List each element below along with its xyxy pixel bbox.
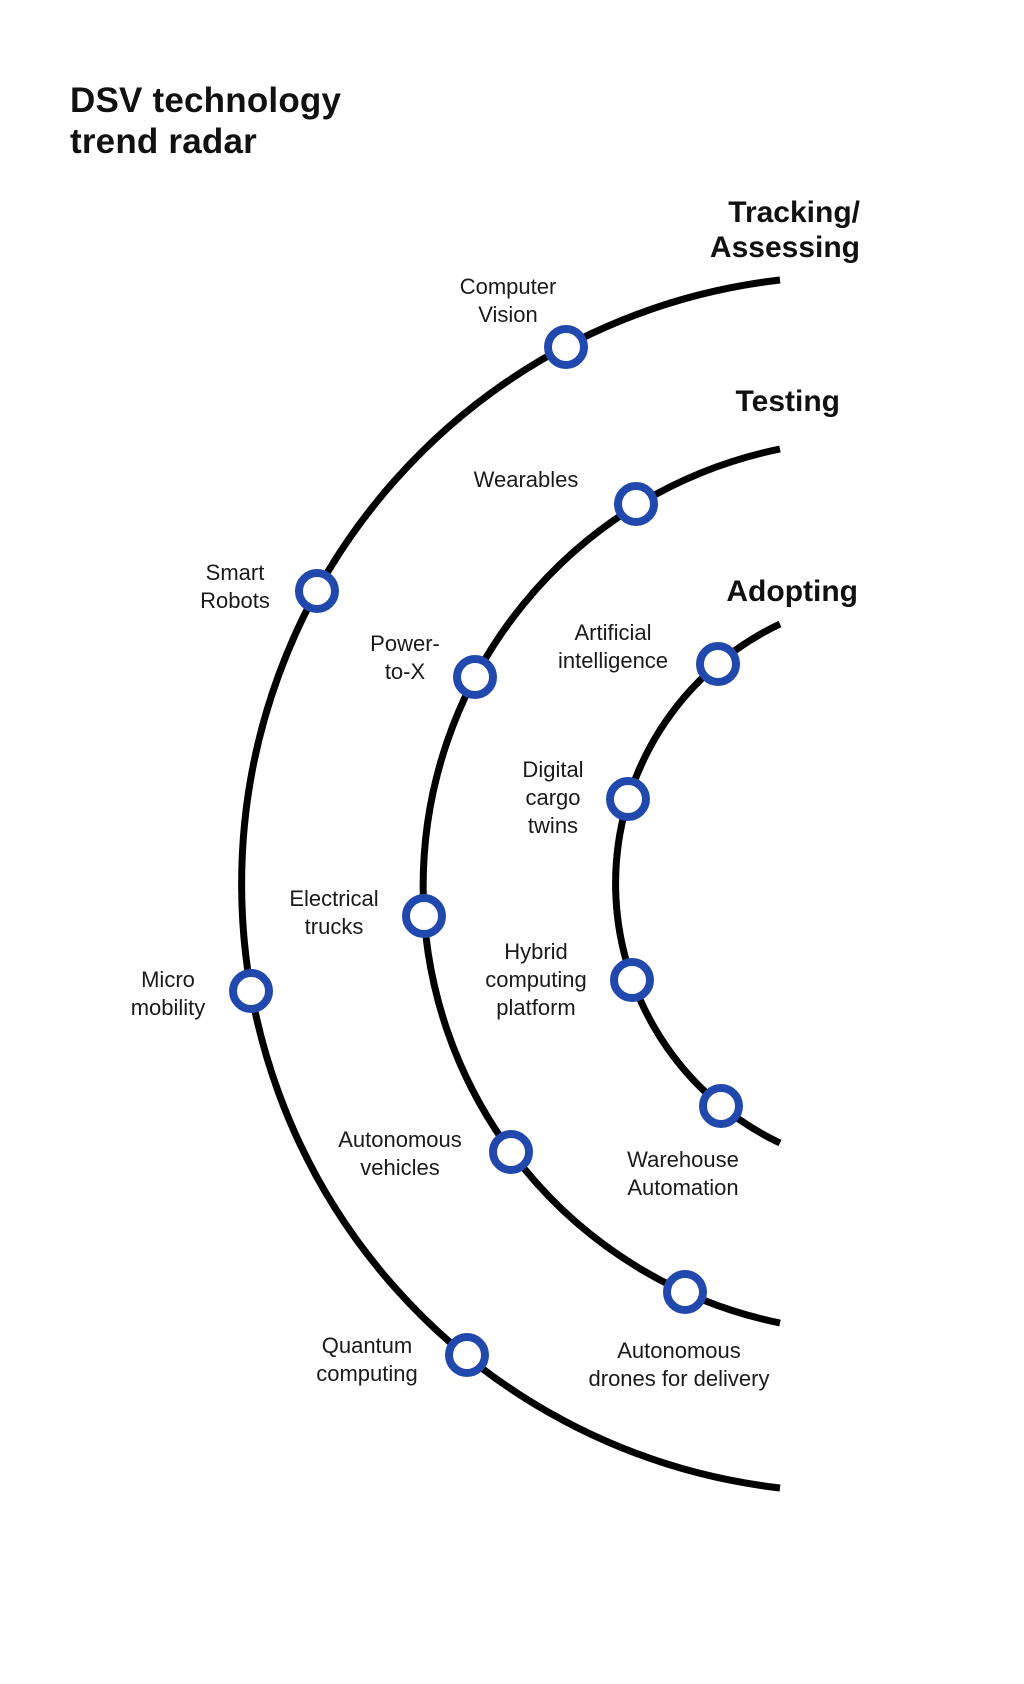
node-label-smart-robots: Smart Robots: [200, 560, 270, 613]
node-computer-vision: [544, 325, 588, 369]
node-hybrid-computing-platform: [610, 958, 654, 1002]
node-label-autonomous-drones-for-delivery: Autonomous drones for delivery: [588, 1338, 770, 1391]
node-label-wearables: Wearables: [473, 467, 579, 493]
node-power-to-x: [453, 655, 497, 699]
ring-label-testing: Testing: [735, 385, 840, 418]
node-micro-mobility: [229, 969, 273, 1013]
arc-adopting: [612, 620, 782, 1147]
node-quantum-computing: [445, 1333, 489, 1377]
ring-label-tracking-assessing: Tracking/ Assessing: [709, 196, 860, 264]
ring-label-adopting: Adopting: [726, 575, 858, 608]
node-label-hybrid-computing-platform: Hybrid computing platform: [485, 939, 587, 1020]
node-label-warehouse-automation: Warehouse Automation: [627, 1147, 739, 1200]
node-autonomous-vehicles: [489, 1130, 533, 1174]
node-label-power-to-x: Power- to-X: [370, 631, 440, 684]
node-wearables: [614, 482, 658, 526]
node-label-quantum-computing: Quantum computing: [316, 1333, 418, 1386]
node-digital-cargo-twins: [606, 777, 650, 821]
node-warehouse-automation: [699, 1084, 743, 1128]
node-label-artificial-intelligence: Artificial intelligence: [557, 620, 669, 673]
node-artificial-intelligence: [696, 642, 740, 686]
node-autonomous-drones-for-delivery: [663, 1270, 707, 1314]
node-label-computer-vision: Computer Vision: [459, 274, 557, 327]
arc-tracking-assessing: [238, 276, 781, 1492]
node-label-electrical-trucks: Electrical trucks: [289, 886, 379, 939]
node-label-digital-cargo-twins: Digital cargo twins: [522, 757, 584, 838]
node-label-autonomous-vehicles: Autonomous vehicles: [338, 1127, 462, 1180]
arc-testing: [419, 445, 781, 1327]
page-title: DSV technology trend radar: [70, 81, 342, 162]
node-electrical-trucks: [402, 894, 446, 938]
node-smart-robots: [295, 569, 339, 613]
node-label-micro-mobility: Micro mobility: [130, 967, 206, 1020]
